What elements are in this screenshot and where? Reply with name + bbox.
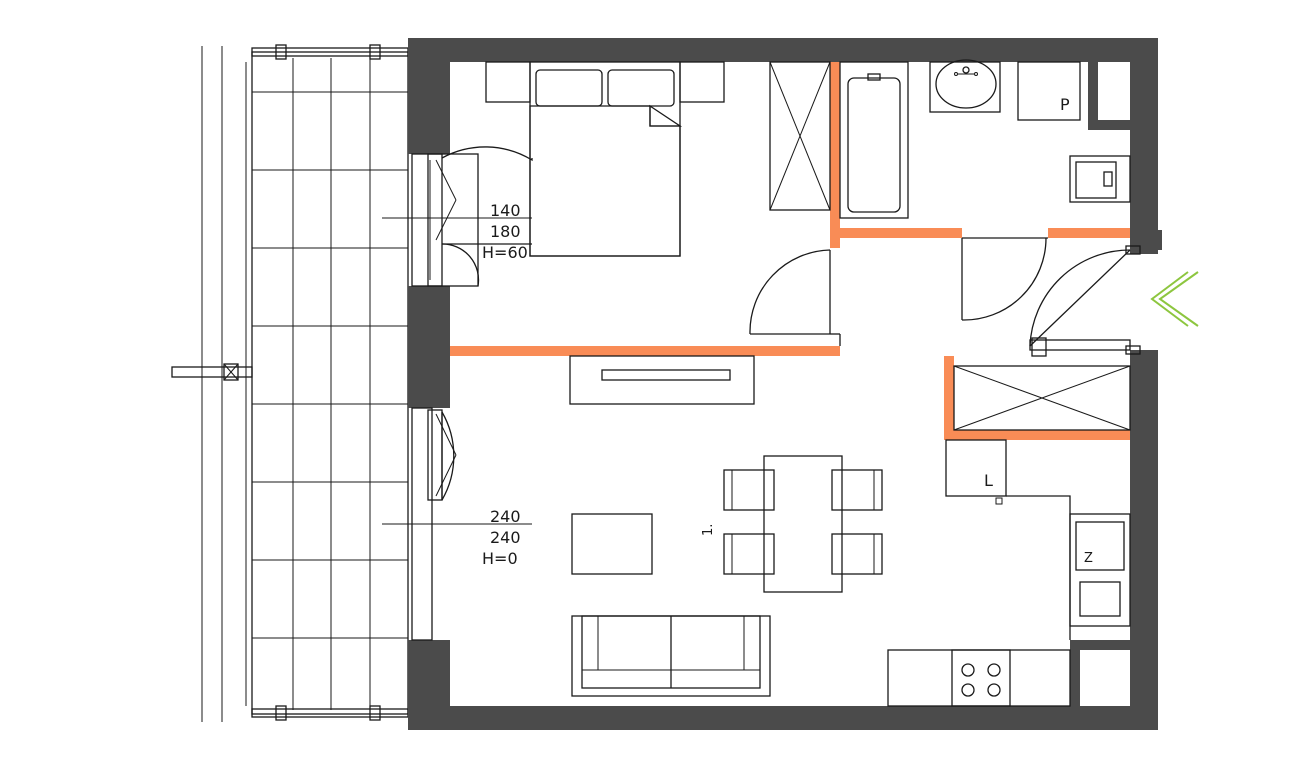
washing-machine: P (1017, 61, 1081, 121)
window-sill-label: H=60 (482, 243, 528, 262)
balcony-floor (251, 51, 409, 715)
window-height-label: 180 (490, 222, 521, 241)
duvet-fold (649, 104, 683, 127)
duvet (529, 105, 681, 257)
hall-closet (953, 365, 1131, 431)
kitchen-sink-dishwasher: Z (1069, 513, 1131, 627)
window-sill-label: H=0 (482, 549, 518, 568)
balcony-divider (171, 366, 253, 378)
bedroom-door (749, 249, 841, 346)
entrance-arrow-icon (1150, 271, 1199, 327)
cooktop (951, 649, 1011, 707)
washbasin (929, 59, 1001, 113)
window-width-label: 240 (490, 507, 521, 526)
kitchen-counter-bottom (887, 649, 1071, 707)
window-spec-living: 240 240 H=0 (482, 507, 521, 568)
window-width-label: 140 (490, 201, 521, 220)
fridge-label: L (984, 471, 993, 490)
window-spec-bedroom: 140 180 H=60 (482, 201, 528, 262)
window-living (382, 407, 532, 641)
washer-label: P (1060, 95, 1070, 114)
sofa (571, 615, 771, 697)
pillow-left (535, 69, 603, 107)
dining-table (763, 455, 843, 593)
pillow-right (607, 69, 675, 107)
interior-partitions (450, 62, 1130, 440)
chair (831, 533, 883, 575)
fridge: L (945, 439, 1007, 505)
dishwasher-label: Z (1084, 551, 1093, 566)
bathroom-door (961, 237, 1048, 321)
wardrobe (769, 61, 831, 211)
tv-stand (569, 355, 755, 405)
bed-frame (529, 61, 681, 257)
dining-set (723, 455, 883, 593)
balcony (171, 44, 409, 722)
chair (723, 469, 775, 511)
exterior-walls (408, 38, 1162, 730)
entrance-door (1029, 245, 1141, 357)
chair (723, 533, 775, 575)
nightstand-right (679, 61, 725, 103)
chair (831, 469, 883, 511)
bed (485, 61, 725, 257)
kitchen-counter (1006, 495, 1071, 640)
coffee-table (571, 513, 653, 575)
tv (601, 369, 731, 381)
room-number: 1. (701, 524, 716, 536)
nightstand-left (485, 61, 531, 103)
toilet (1069, 155, 1131, 203)
bathtub (839, 61, 909, 219)
balcony-tile-grid (252, 58, 408, 710)
window-bedroom (382, 146, 533, 287)
window-height-label: 240 (490, 528, 521, 547)
